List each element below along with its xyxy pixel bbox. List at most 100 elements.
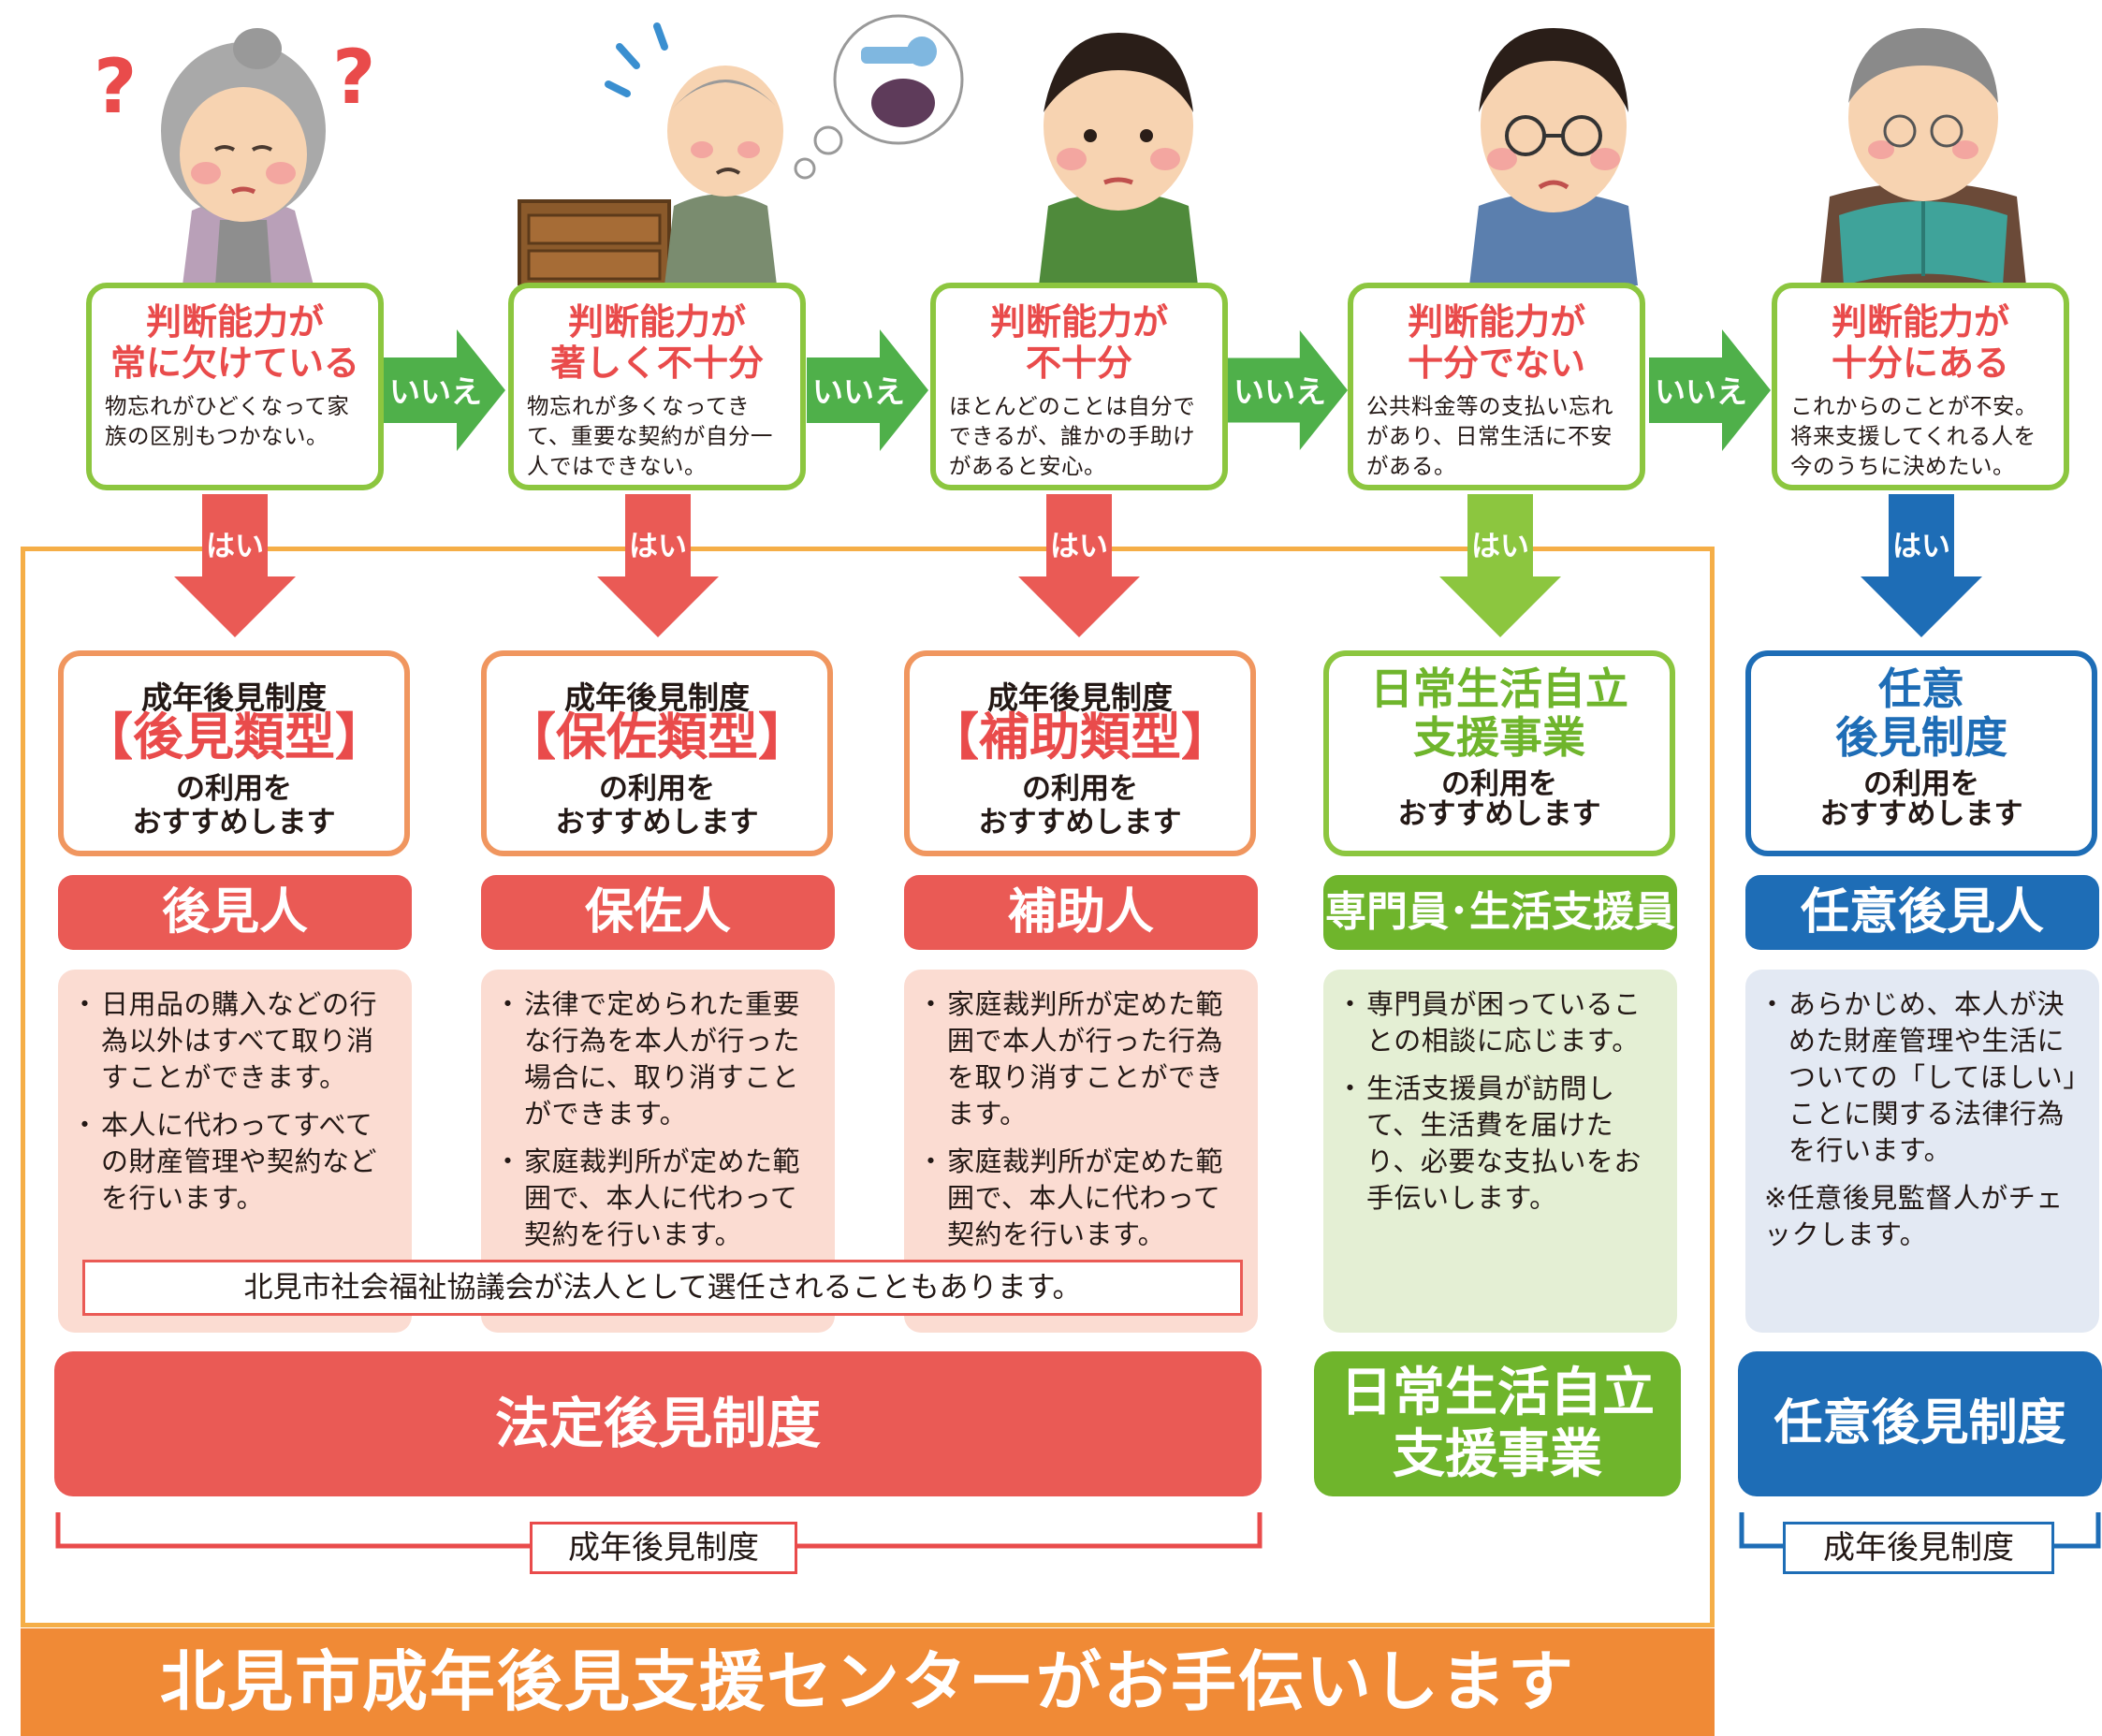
level-title: 判断能力が (567, 301, 746, 343)
no-arrow-3: いいえ (1228, 329, 1348, 451)
level-box-not-sufficient: 判断能力が 十分でない 公共料金等の支払い忘れがあり、日常生活に不安がある。 (1348, 283, 1645, 490)
recommendation-suggest: おすすめします (555, 806, 759, 839)
recommendation-curatorship: 成年後見制度 【保佐類型】 の利用を おすすめします (481, 650, 833, 856)
yes-label: はい (629, 530, 687, 563)
yes-label: はい (206, 530, 264, 563)
yes-arrow-5: はい (1861, 494, 1982, 637)
daily-life-support-bar: 日常生活自立 支援事業 (1314, 1351, 1681, 1496)
duty-item: 家庭裁判所が定めた範囲で本人が行った行為を取り消すことができます。 (917, 986, 1245, 1132)
yes-label: はい (1050, 530, 1108, 563)
yes-label: はい (1892, 530, 1950, 563)
right-arrow-icon (1228, 330, 1348, 450)
recommendation-type: 【補助類型】 (928, 708, 1232, 766)
level-box-significantly-insufficient: 判断能力が 著しく不十分 物忘れが多くなってきて、重要な契約が自分一人ではできな… (508, 283, 806, 490)
uneasy-man-illustration (1039, 33, 1198, 285)
voluntary-guardianship-label: 任意後見制度 (1774, 1395, 2066, 1452)
panel-voluntary-guardian-duties: あらかじめ、本人が決めた財産管理や生活についての「してほしい」ことに関する法律行… (1745, 970, 2099, 1333)
recommendation-program-line2: 後見制度 (1835, 712, 2007, 763)
duty-item: 本人に代わってすべての財産管理や契約などを行います。 (71, 1107, 399, 1217)
support-center-frame (21, 547, 1715, 1627)
no-label: いいえ (1233, 373, 1326, 410)
level-box-always-lacking: 判断能力が 常に欠けている 物忘れがひどくなって家族の区別もつかない。 (86, 283, 384, 490)
anxious-man-with-glasses-illustration (1469, 28, 1638, 285)
level-title: 判断能力が (1407, 301, 1585, 343)
no-arrow-4: いいえ (1649, 329, 1771, 451)
level-title-emphasis: 十分でない (1407, 343, 1585, 384)
level-description: 公共料金等の支払い忘れがあり、日常生活に不安がある。 (1366, 393, 1613, 479)
no-arrow-1: いいえ (384, 329, 505, 451)
elderly-man-reading-illustration (1820, 28, 2026, 285)
bracket-label-statutory: 成年後見制度 (530, 1522, 797, 1574)
level-title-emphasis: 十分にある (1831, 343, 2009, 384)
role-assistant: 補助人 (904, 875, 1258, 950)
support-center-banner: 北見市成年後見支援センターがお手伝いします (21, 1628, 1715, 1736)
level-title: 判断能力が (145, 301, 324, 343)
yes-arrow-3: はい (1018, 494, 1140, 637)
statutory-guardianship-bar: 法定後見制度 (54, 1351, 1262, 1496)
recommendation-daily-life-support: 日常生活自立 支援事業 の利用を おすすめします (1323, 650, 1675, 856)
level-description: 物忘れが多くなってきて、重要な契約が自分一人ではできない。 (527, 393, 773, 479)
daily-life-support-label-line1: 日常生活自立 (1340, 1363, 1655, 1423)
level-description: 物忘れがひどくなって家族の区別もつかない。 (105, 393, 350, 449)
no-label: いいえ (1655, 373, 1747, 410)
recommendation-use: の利用を (599, 772, 715, 806)
recommendation-voluntary-guardianship: 任意 後見制度 の利用を おすすめします (1745, 650, 2097, 856)
confused-elderly-woman-illustration: ? ? (94, 28, 375, 285)
voluntary-guardianship-bar: 任意後見制度 (1738, 1351, 2102, 1496)
worried-elderly-man-illustration (518, 14, 964, 285)
no-label: いいえ (812, 373, 905, 410)
down-arrow-icon (1018, 494, 1140, 637)
level-title: 判断能力が (1831, 301, 2009, 343)
level-title: 判断能力が (989, 301, 1168, 343)
recommendation-guardianship: 成年後見制度 【後見類型】 の利用を おすすめします (58, 650, 410, 856)
no-label: いいえ (389, 373, 482, 410)
yes-arrow-2: はい (597, 494, 719, 637)
duty-item: あらかじめ、本人が決めた財産管理や生活についての「してほしい」ことに関する法律行… (1759, 986, 2086, 1169)
recommendation-program-line1: 任意 (1878, 664, 1964, 714)
level-description: これからのことが不安。将来支援してくれる人を今のうちに決めたい。 (1790, 393, 2037, 479)
bracket-label-voluntary: 成年後見制度 (1783, 1522, 2054, 1574)
level-title-emphasis: 著しく不十分 (549, 343, 764, 384)
duty-item: 生活支援員が訪問して、生活費を届けたり、必要な支払いをお手伝いします。 (1336, 1071, 1664, 1217)
recommendation-assistance: 成年後見制度 【補助類型】 の利用を おすすめします (904, 650, 1256, 856)
corporate-appointment-notice: 北見市社会福祉協議会が法人として選任されることもあります。 (82, 1260, 1243, 1316)
yes-label: はい (1471, 530, 1529, 563)
recommendation-use: の利用を (1441, 767, 1557, 801)
recommendation-suggest: おすすめします (978, 806, 1182, 839)
supervisor-note: ※任意後見監督人がチェックします。 (1764, 1182, 2064, 1250)
recommendation-system: 成年後見制度 (564, 679, 750, 716)
no-arrow-2: いいえ (807, 329, 928, 451)
recommendation-suggest: おすすめします (1819, 797, 2023, 831)
yes-arrow-1: はい (174, 494, 296, 637)
svg-text:?: ? (332, 34, 375, 121)
duty-item: 家庭裁判所が定めた範囲で、本人に代わって契約を行います。 (917, 1144, 1245, 1253)
down-arrow-icon (1861, 494, 1982, 637)
duty-item: 日用品の購入などの行為以外はすべて取り消すことができます。 (71, 986, 399, 1096)
panel-daily-support-duties: 専門員が困っていることの相談に応じます。 生活支援員が訪問して、生活費を届けたり… (1323, 970, 1677, 1333)
recommendation-program-line1: 日常生活自立 (1370, 664, 1628, 714)
level-box-sufficient: 判断能力が 十分にある これからのことが不安。将来支援してくれる人を今のうちに決… (1772, 283, 2069, 490)
right-arrow-icon (807, 329, 928, 451)
recommendation-program-line2: 支援事業 (1413, 712, 1585, 763)
role-specialist-support-staff: 専門員･生活支援員 (1323, 875, 1677, 950)
recommendation-type: 【後見類型】 (82, 708, 386, 766)
recommendation-system: 成年後見制度 (141, 679, 327, 716)
duty-item: 専門員が困っていることの相談に応じます。 (1336, 986, 1664, 1059)
role-voluntary-guardian: 任意後見人 (1745, 875, 2099, 950)
daily-life-support-label-line2: 支援事業 (1393, 1424, 1602, 1485)
level-description: ほとんどのことは自分でできるが、誰かの手助けがあると安心。 (949, 393, 1196, 479)
recommendation-use: の利用を (1022, 772, 1138, 806)
right-arrow-icon (384, 329, 505, 451)
down-arrow-icon (174, 494, 296, 637)
yes-arrow-4: はい (1439, 494, 1561, 637)
recommendation-suggest: おすすめします (132, 806, 336, 839)
recommendation-type: 【保佐類型】 (505, 708, 809, 766)
role-curator: 保佐人 (481, 875, 835, 950)
level-title-emphasis: 常に欠けている (109, 343, 359, 384)
down-arrow-icon (597, 494, 719, 637)
duty-item: 家庭裁判所が定めた範囲で、本人に代わって契約を行います。 (494, 1144, 822, 1253)
recommendation-suggest: おすすめします (1397, 797, 1601, 831)
statutory-guardianship-label: 法定後見制度 (494, 1392, 821, 1455)
recommendation-system: 成年後見制度 (987, 679, 1173, 716)
role-guardian: 後見人 (58, 875, 412, 950)
